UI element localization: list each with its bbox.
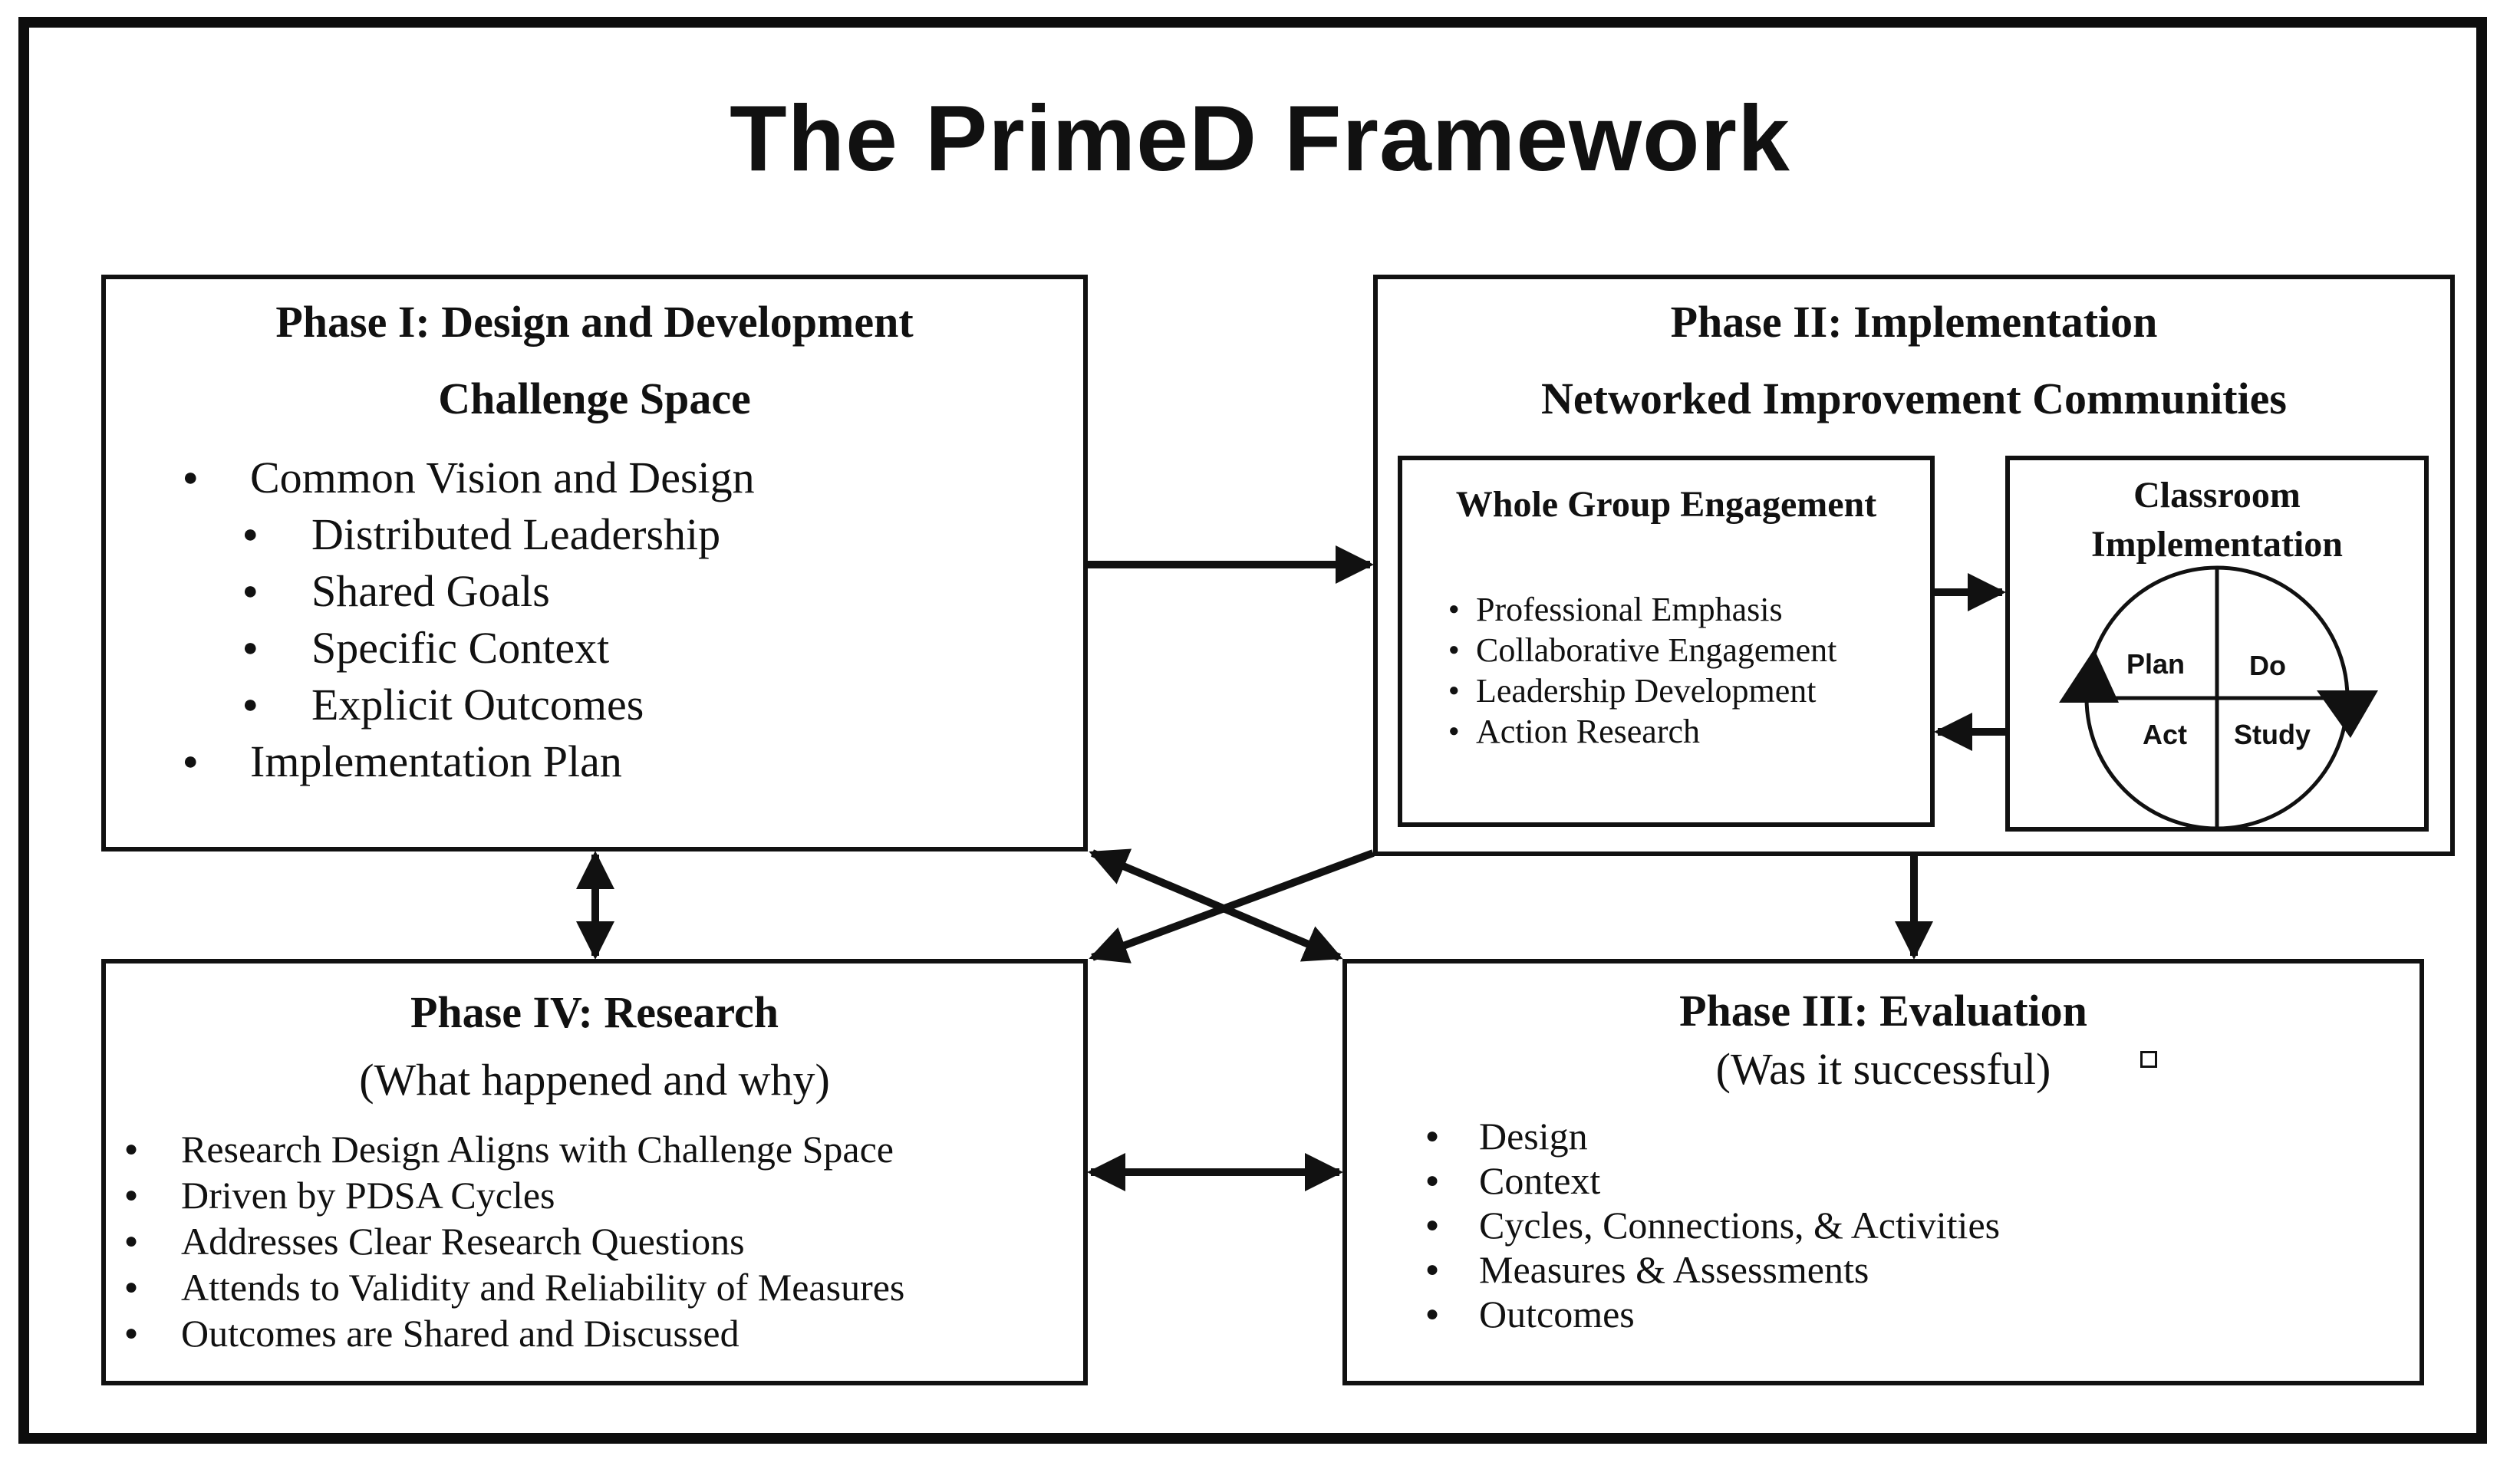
phase4-box: Phase IV: Research (What happened and wh… <box>101 959 1088 1385</box>
phase3-subheading: (Was it successful) <box>1715 1044 2051 1094</box>
small-square-icon <box>2140 1051 2157 1068</box>
list-item: Collaborative Engagement <box>1448 630 1836 670</box>
list-item: Specific Context <box>183 620 755 677</box>
list-item: Shared Goals <box>183 563 755 620</box>
phase4-heading: Phase IV: Research <box>410 987 779 1037</box>
pdsa-cycle <box>2084 565 2350 831</box>
pdsa-study-label: Study <box>2234 719 2311 750</box>
phase2-heading: Phase II: Implementation <box>1670 297 2158 347</box>
diagram-title: The PrimeD Framework <box>730 86 1790 190</box>
phase2-subheading: Networked Improvement Communities <box>1541 374 2287 423</box>
pdsa-plan-label: Plan <box>2126 648 2185 680</box>
list-item: Cycles, Connections, & Activities <box>1418 1203 2000 1247</box>
list-item: Design <box>1418 1114 2000 1158</box>
list-item: Context <box>1418 1158 2000 1203</box>
cycle-arrow-left-icon <box>2059 649 2119 703</box>
phase4-list: Research Design Aligns with Challenge Sp… <box>114 1126 904 1356</box>
cycle-arrow-right-icon <box>2317 690 2378 738</box>
phase1-list: Common Vision and Design Distributed Lea… <box>183 450 755 790</box>
list-item: Driven by PDSA Cycles <box>114 1172 904 1218</box>
arrow-phase1-phase3-diagonal <box>1089 848 1343 962</box>
whole-group-heading: Whole Group Engagement <box>1455 484 1877 525</box>
list-item: Outcomes <box>1418 1292 2000 1336</box>
list-item: Distributed Leadership <box>183 506 755 563</box>
whole-group-box: Whole Group Engagement Professional Emph… <box>1398 456 1935 827</box>
list-item: Explicit Outcomes <box>183 677 755 733</box>
list-item: Professional Emphasis <box>1448 589 1836 630</box>
phase1-box: Phase I: Design and Development Challeng… <box>101 275 1088 851</box>
whole-group-list: Professional Emphasis Collaborative Enga… <box>1448 589 1836 752</box>
list-item: Action Research <box>1448 711 1836 752</box>
list-item: Addresses Clear Research Questions <box>114 1218 904 1264</box>
pdsa-do-label: Do <box>2249 650 2286 681</box>
pdsa-act-label: Act <box>2143 719 2187 750</box>
list-item: Leadership Development <box>1448 670 1836 711</box>
phase4-subheading: (What happened and why) <box>359 1055 830 1105</box>
classroom-heading-line2: Implementation <box>2091 524 2343 565</box>
arrow-phase2-to-phase4-diagonal <box>1089 849 1375 963</box>
classroom-heading-line1: Classroom <box>2133 475 2301 516</box>
phase3-box: Phase III: Evaluation (Was it successful… <box>1342 959 2424 1385</box>
list-item: Implementation Plan <box>183 733 755 790</box>
list-item: Common Vision and Design <box>183 450 755 506</box>
list-item: Research Design Aligns with Challenge Sp… <box>114 1126 904 1172</box>
list-item: Measures & Assessments <box>1418 1247 2000 1292</box>
list-item: Attends to Validity and Reliability of M… <box>114 1264 904 1310</box>
phase1-subheading: Challenge Space <box>438 374 751 423</box>
outer-frame <box>18 17 2487 1444</box>
phase1-heading: Phase I: Design and Development <box>275 297 914 347</box>
phase3-list: Design Context Cycles, Connections, & Ac… <box>1418 1114 2000 1336</box>
phase3-heading: Phase III: Evaluation <box>1679 986 2087 1036</box>
list-item: Outcomes are Shared and Discussed <box>114 1310 904 1356</box>
